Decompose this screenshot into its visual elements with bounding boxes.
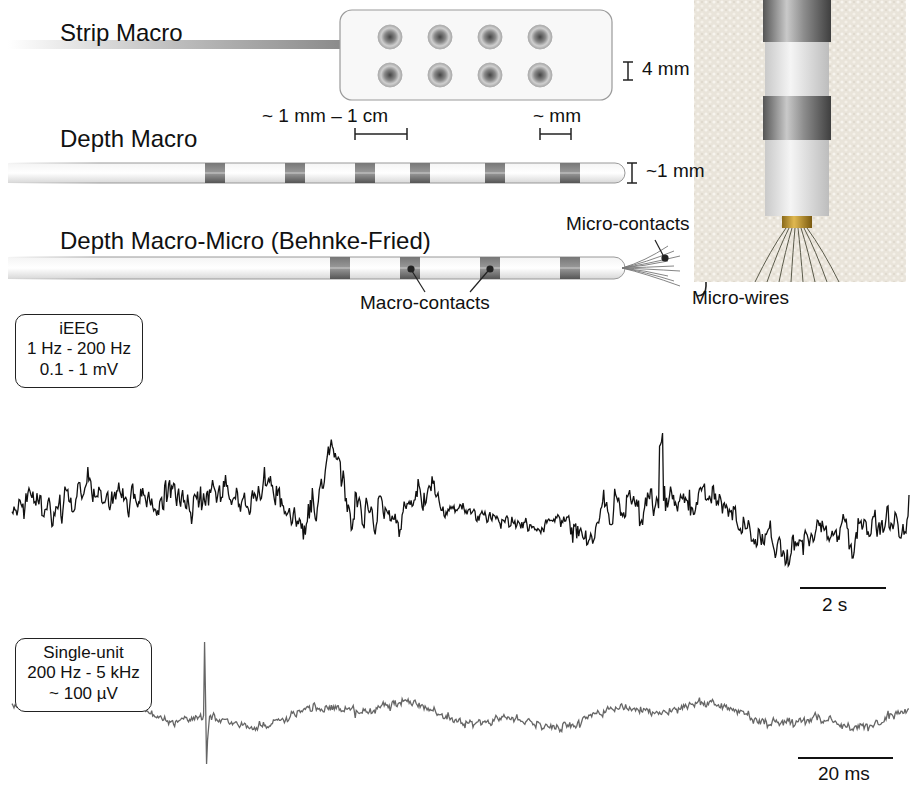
strip-contacts (378, 25, 552, 87)
part-label: Macro-contacts (360, 293, 490, 314)
scale-label: 20 ms (818, 764, 870, 785)
leader-lines (408, 240, 668, 292)
dimension-label: ~1 mm (646, 161, 705, 182)
depth-rod (8, 163, 625, 183)
signal-info-box: iEEG1 Hz - 200 Hz0.1 - 1 mV (15, 314, 143, 388)
electrode-type-title: Depth Macro-Micro (Behnke-Fried) (60, 228, 431, 254)
ieeg-trace (12, 433, 909, 566)
dimension-label: ~ 1 mm – 1 cm (262, 106, 388, 127)
electrode-type-title: Depth Macro (60, 126, 197, 152)
signal-spec: 0.1 - 1 mV (26, 360, 132, 380)
dimension-label: 4 mm (642, 59, 690, 80)
strip-paddle (340, 10, 612, 100)
dimension-bracket (355, 128, 571, 140)
depth-rod (8, 257, 625, 279)
signal-spec: 200 Hz - 5 kHz (26, 663, 141, 683)
part-label: Micro-wires (692, 288, 789, 309)
signal-info-box: Single-unit200 Hz - 5 kHz~ 100 µV (15, 638, 152, 712)
signal-spec: 1 Hz - 200 Hz (26, 339, 132, 359)
signal-spec: ~ 100 µV (26, 684, 141, 704)
scale-bar (800, 587, 886, 589)
electrode-type-title: Strip Macro (60, 20, 183, 46)
scale-marker (623, 62, 633, 80)
electrode-photo (694, 0, 906, 282)
dimension-label: ~ mm (533, 106, 581, 127)
signal-name: iEEG (26, 319, 132, 339)
micro-wires (622, 246, 680, 286)
scale-marker (627, 163, 637, 183)
signal-name: Single-unit (26, 643, 141, 663)
scale-bar (798, 757, 893, 759)
scale-label: 2 s (822, 595, 847, 616)
part-label: Micro-contacts (566, 214, 690, 235)
